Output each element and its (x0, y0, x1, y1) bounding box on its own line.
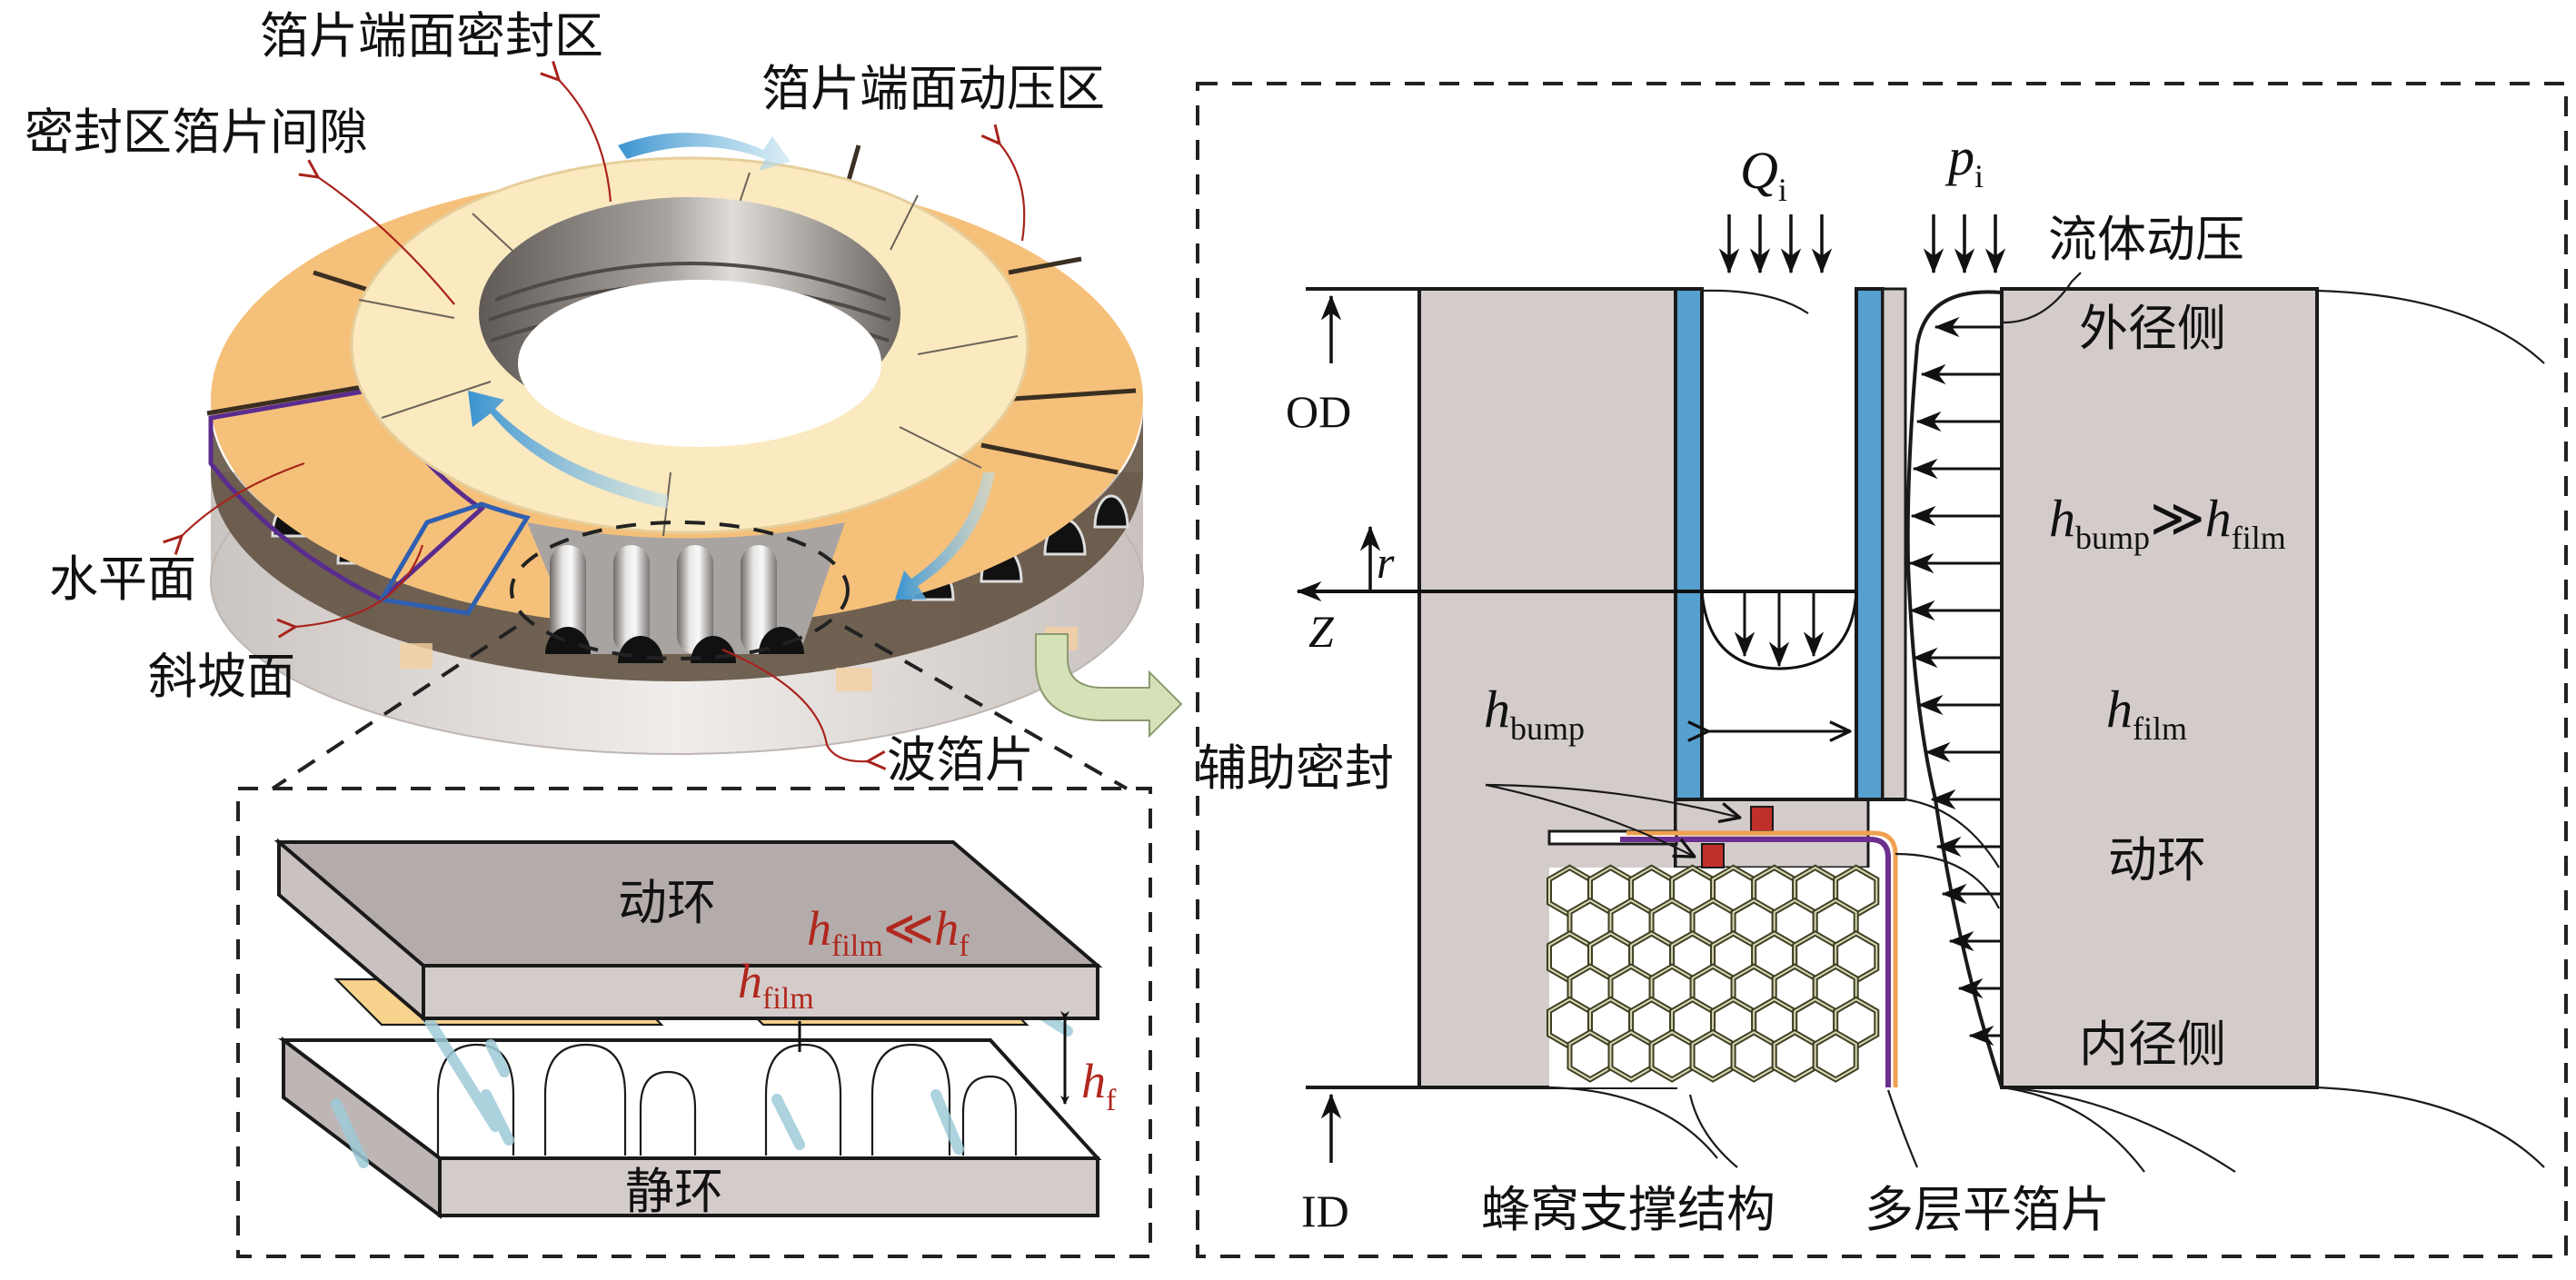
label-multilayer-foil: 多层平箔片 (1865, 1181, 2110, 1238)
label-aux-seal: 辅助密封 (1198, 739, 1394, 797)
detail-box: 动环 静环 hfilm≪hf hfilm hf (236, 787, 1152, 1258)
pressure-profile-curve (1905, 290, 2004, 1088)
label-id: ID (1301, 1186, 1349, 1236)
label-z-axis: Z (1308, 606, 1335, 657)
side-tab (836, 668, 872, 691)
label-seal-zone: 箔片端面密封区 (260, 7, 603, 64)
ring-3d-view: 箔片端面密封区 箔片端面动压区 密封区箔片间隙 水平面 斜坡面 波箔片 (25, 7, 1183, 790)
label-honeycomb: 蜂窝支撑结构 (1481, 1181, 1775, 1238)
multilayer-foil-purple (1620, 837, 1891, 1087)
label-q-inflow: Qi (1740, 141, 1787, 208)
aux-seal-leader-lower (1485, 783, 1695, 857)
honeycomb-cell (1771, 1028, 1818, 1083)
p-pressure-arrows (1923, 214, 2006, 274)
label-hf: hf (1081, 1054, 1117, 1117)
bottom-leader-curves (1548, 289, 2545, 1173)
section-box-border (1196, 82, 2568, 1258)
label-dynamic-zone: 箔片端面动压区 (761, 60, 1105, 117)
transition-arrow-icon (1035, 633, 1183, 739)
label-hfilm: hfilm (2106, 680, 2187, 747)
label-r-axis: r (1377, 537, 1395, 588)
side-tab (400, 643, 433, 669)
ramp-face-outline (377, 501, 531, 616)
rotor-front (422, 964, 1099, 1020)
parabola-arrows (1734, 591, 1825, 668)
bore-opening (518, 280, 881, 447)
flow-arrow-right (895, 472, 995, 600)
thin-gray-strip (1881, 287, 1907, 801)
label-hfilm: hfilm (738, 954, 814, 1016)
detail-box-border (236, 787, 1152, 1258)
label-rotor: 动环 (2108, 831, 2206, 888)
blue-strip-left (1674, 287, 1704, 801)
leader-bump-foil (721, 648, 868, 761)
label-p-pressure: pi (1944, 127, 1984, 194)
foil-segment-gaps (206, 144, 1137, 475)
leader-ramp-face (295, 544, 424, 627)
cavity-inlet-curve (1701, 289, 1809, 314)
label-hbump-relation: hbump≫hfilm (2049, 489, 2286, 556)
q-inflow-arrows (1718, 214, 1833, 274)
flow-arrow-inner (468, 391, 668, 509)
honeycomb-cell (1648, 1028, 1696, 1083)
bump-foil-band (211, 409, 1143, 681)
honeycomb-cell (1689, 1028, 1736, 1083)
label-bump-foil: 波箔片 (887, 731, 1034, 789)
flow-arrow-top (618, 133, 791, 171)
honeycomb-cell (1812, 1028, 1859, 1083)
zoom-line-left (271, 625, 518, 790)
relation-hfilm-lt-hf: hfilm≪hf (807, 901, 970, 963)
label-horizontal-face: 水平面 (49, 551, 196, 608)
cross-section-view: Qi pi 流体动压 外径侧 OD r Z hbump≫hfilm hbump … (1196, 82, 2568, 1258)
label-seal-gap: 密封区箔片间隙 (25, 104, 368, 161)
aux-seal-lower (1701, 843, 1725, 868)
velocity-parabola (1700, 590, 1858, 670)
hydrodynamic-leader (2003, 272, 2082, 324)
leader-horizontal-face (182, 461, 305, 536)
pressure-arrows (1908, 316, 2002, 1047)
label-ramp-face: 斜坡面 (148, 648, 295, 705)
stator-label: 静环 (625, 1163, 723, 1220)
honeycomb-cells (1547, 864, 1880, 1083)
label-hbump: hbump (1484, 680, 1585, 747)
honeycomb-cell (1730, 1028, 1777, 1083)
zoom-line-right (844, 625, 1128, 790)
detail-bump-arches (436, 1043, 1018, 1156)
stator-front (438, 1156, 1099, 1217)
honeycomb-cell (1814, 1031, 1857, 1081)
leader-seal-gap (318, 177, 455, 305)
leader-dynamic-zone (1000, 144, 1026, 242)
blue-strip-right (1855, 287, 1885, 801)
honeycomb-cell (1607, 1028, 1655, 1083)
aux-seal-leader-upper (1485, 783, 1740, 818)
label-hydrodynamic: 流体动压 (2048, 211, 2244, 268)
exposed-bump-foils (527, 522, 845, 663)
rotor-label: 动环 (618, 874, 716, 931)
aux-seal-upper (1750, 806, 1774, 832)
leader-seal-zone (559, 80, 612, 203)
rotor-block (2000, 287, 2319, 1089)
label-inner-side: 内径侧 (2079, 1016, 2226, 1073)
label-od: OD (1286, 386, 1351, 437)
detail-callout-ellipse (510, 521, 850, 660)
honeycomb-cell (1566, 1028, 1614, 1083)
label-outer-side: 外径侧 (2079, 300, 2226, 357)
